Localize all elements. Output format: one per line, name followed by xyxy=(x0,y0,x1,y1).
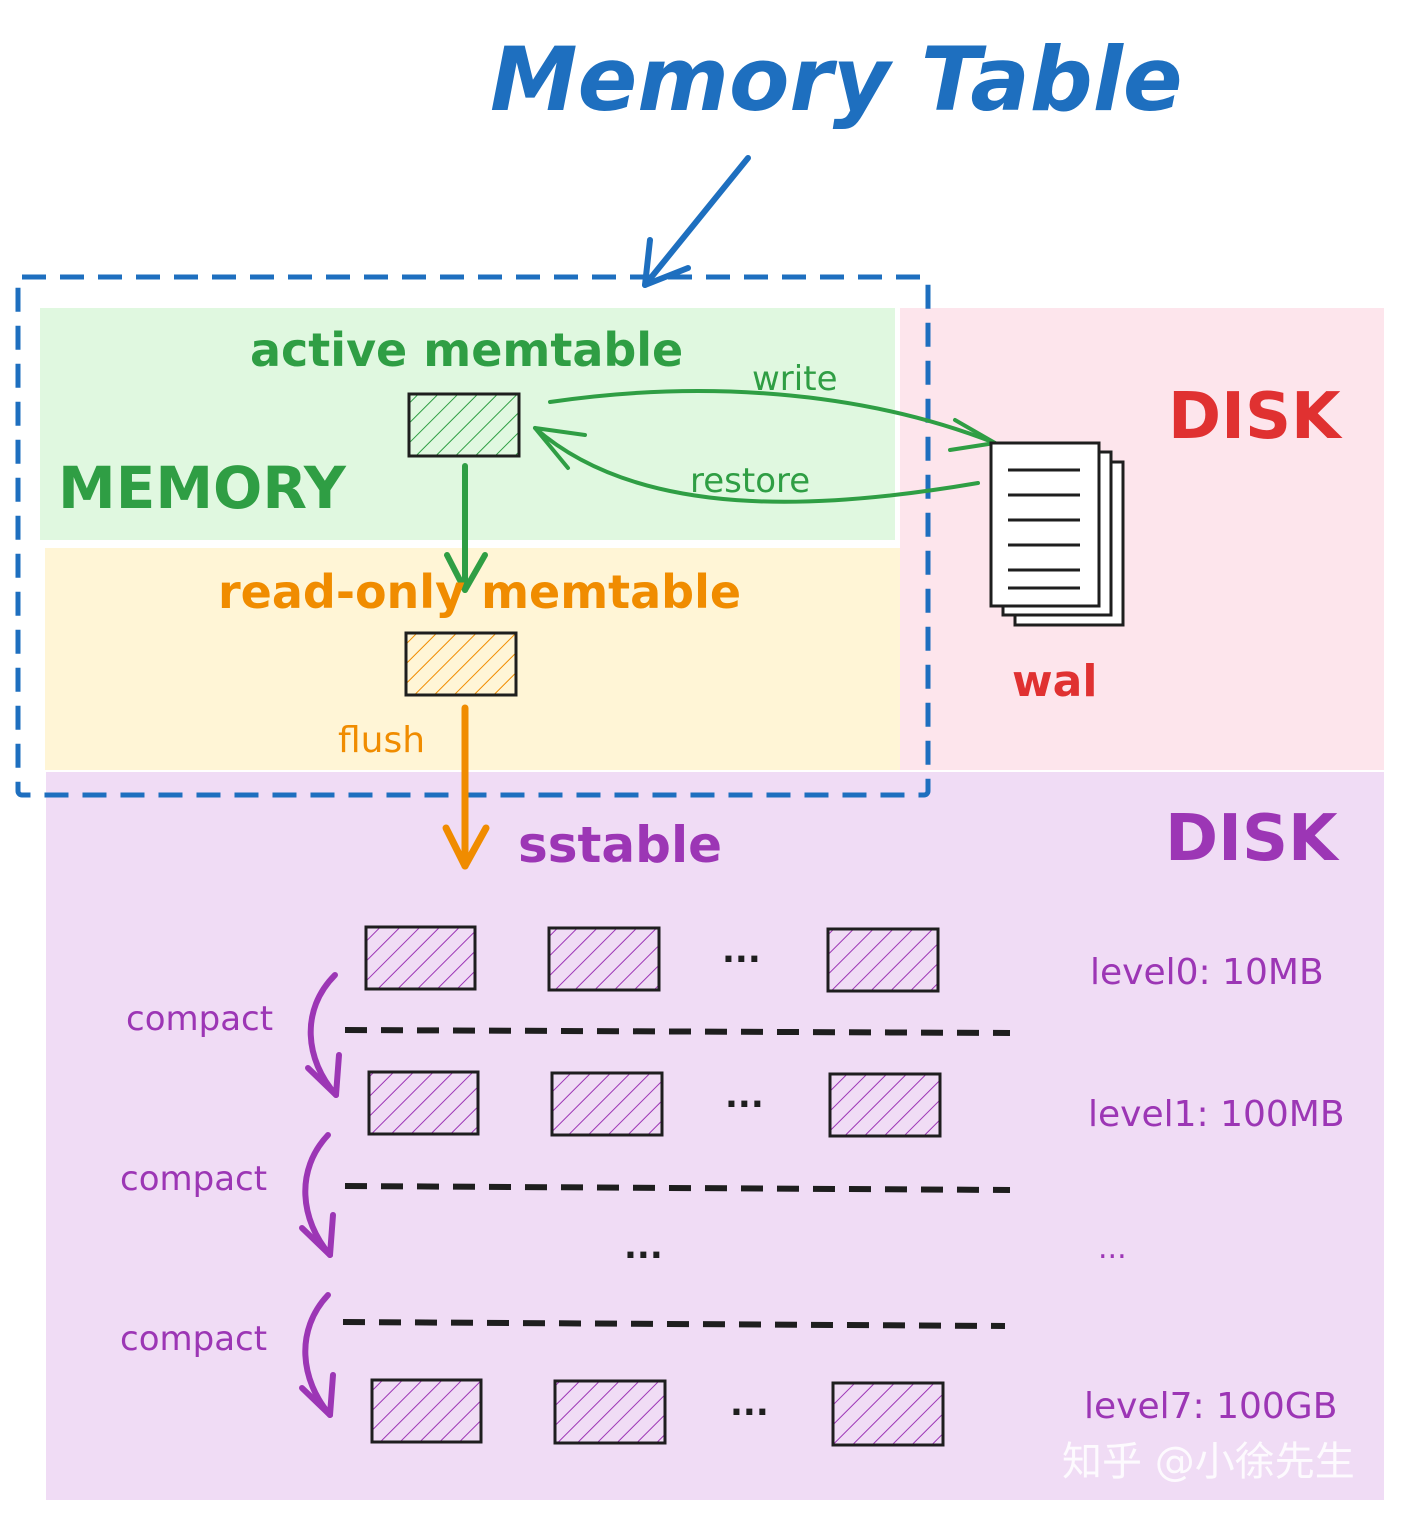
level-divider-1 xyxy=(344,1027,1011,1036)
level1-ellipsis: ... xyxy=(725,1076,764,1116)
level-divider-2 xyxy=(344,1183,1011,1193)
active-memtable-block xyxy=(407,392,521,458)
level1-sstable-1 xyxy=(367,1070,480,1136)
compact-arrowhead-2 xyxy=(299,1212,336,1258)
compact-arrowhead-3 xyxy=(299,1372,336,1418)
level-divider-3 xyxy=(342,1319,1006,1329)
memory-label: MEMORY xyxy=(58,454,347,522)
level7-sstable-3 xyxy=(831,1381,945,1447)
level1-sstable-3 xyxy=(828,1072,942,1138)
restore-arrow xyxy=(533,426,980,504)
level0-sstable-3 xyxy=(826,927,940,993)
compact-arrowhead-1 xyxy=(305,1052,342,1098)
level0-sstable-2 xyxy=(547,926,661,992)
active-memtable-label: active memtable xyxy=(250,323,683,377)
write-label: write xyxy=(752,359,837,399)
flush-label: flush xyxy=(338,720,425,761)
level0-label: level0: 10MB xyxy=(1090,952,1324,993)
wal-label: wal xyxy=(1012,656,1097,707)
memory-table-boundary xyxy=(15,274,931,798)
disk-bottom-region xyxy=(46,772,1384,1500)
title-arrow xyxy=(642,155,751,288)
readonly-memtable-label: read-only memtable xyxy=(218,565,741,619)
active-to-readonly-arrowhead xyxy=(444,552,488,593)
level1-sstable-2 xyxy=(550,1071,664,1137)
level1-label: level1: 100MB xyxy=(1088,1094,1345,1135)
wal-file-icon xyxy=(989,441,1125,627)
watermark: 知乎 @小徐先生 xyxy=(1062,1439,1355,1485)
level7-label: level7: 100GB xyxy=(1084,1386,1337,1427)
compact-label-2: compact xyxy=(120,1159,267,1199)
restore-label: restore xyxy=(690,461,810,501)
sstable-label: sstable xyxy=(518,816,722,874)
level7-ellipsis: ... xyxy=(730,1384,769,1424)
restore-arrowhead xyxy=(533,426,587,470)
disk-top-region xyxy=(900,308,1384,770)
compact-label-3: compact xyxy=(120,1319,267,1359)
readonly-memtable-block xyxy=(404,631,518,697)
title-arrowhead xyxy=(642,237,691,288)
level7-sstable-1 xyxy=(370,1378,483,1444)
write-arrow xyxy=(548,389,997,445)
level0-ellipsis: ... xyxy=(722,931,761,971)
level7-sstable-2 xyxy=(553,1379,667,1445)
disk-bottom-label: DISK xyxy=(1165,802,1340,876)
middle-level-label: ... xyxy=(1098,1231,1127,1266)
middle-ellipsis: ... xyxy=(624,1227,663,1267)
flush-arrowhead xyxy=(442,824,490,870)
compact-label-1: compact xyxy=(126,999,273,1039)
disk-top-label: DISK xyxy=(1168,380,1343,454)
title: Memory Table xyxy=(490,28,1183,131)
level0-sstable-1 xyxy=(364,925,477,991)
